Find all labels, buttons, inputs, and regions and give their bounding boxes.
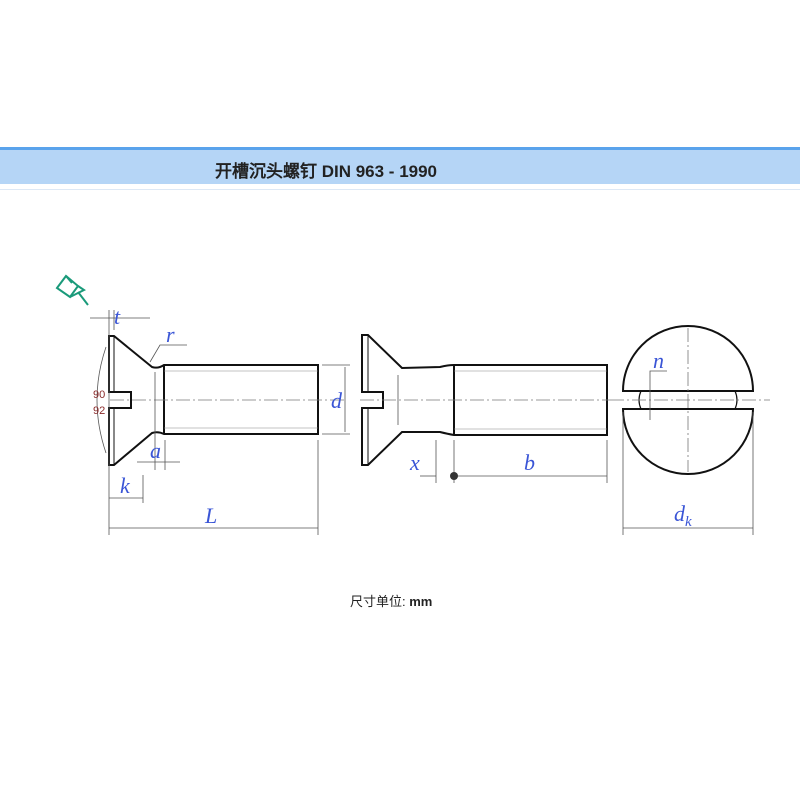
unit-label: 尺寸单位: [350, 594, 406, 609]
label-angle-92: 92 [93, 405, 105, 417]
label-k: k [120, 473, 131, 498]
pin-icon [55, 274, 89, 306]
page-title: 开槽沉头螺钉 DIN 963 - 1990 [215, 162, 438, 181]
label-L: L [204, 503, 217, 528]
label-dk: dk [674, 501, 692, 530]
label-a: a [150, 438, 161, 463]
label-n: n [653, 348, 664, 373]
label-d: d [331, 388, 343, 413]
label-t: t [114, 304, 121, 329]
title-banner: 开槽沉头螺钉 DIN 963 - 1990 [0, 147, 800, 184]
unit-value: mm [409, 594, 433, 609]
divider [0, 189, 800, 190]
label-angle-90: 90 [93, 389, 105, 401]
label-r: r [166, 322, 175, 347]
label-b: b [524, 450, 535, 475]
unit-note: 尺寸单位: mm [350, 591, 432, 610]
side-view-left [108, 335, 319, 466]
label-x: x [409, 450, 420, 475]
